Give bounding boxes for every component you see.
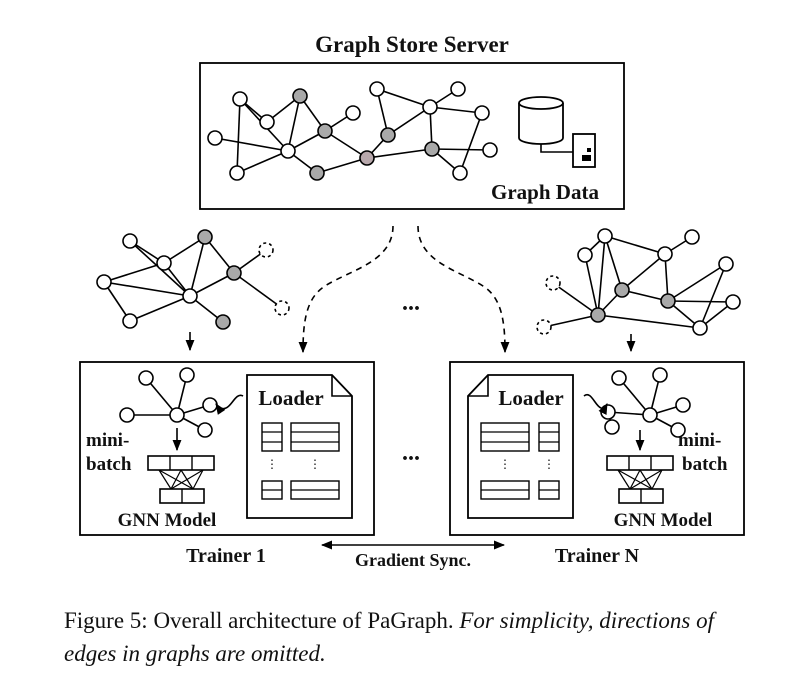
svg-text:⋮: ⋮ bbox=[499, 457, 511, 471]
server-node bbox=[309, 165, 325, 181]
right-partition-halo-node bbox=[545, 275, 561, 291]
trainerN-loader-document: ⋮ ⋮ bbox=[467, 374, 574, 519]
svg-text:⋮: ⋮ bbox=[266, 457, 278, 471]
trainer1-minibatch-label-line1: mini- bbox=[86, 430, 129, 451]
caption-label: Figure 5: Overall architecture of PaGrap… bbox=[64, 608, 454, 633]
server-ellipsis: ... bbox=[402, 290, 420, 316]
trainers-ellipsis: ... bbox=[402, 440, 420, 466]
right-partition-node bbox=[684, 229, 700, 245]
trainer1-loader-label: Loader bbox=[258, 386, 323, 410]
server-node bbox=[422, 99, 438, 115]
graph-store-server-box bbox=[199, 62, 625, 210]
svg-text:⋮: ⋮ bbox=[309, 457, 321, 471]
server-node bbox=[369, 81, 385, 97]
server-node bbox=[292, 88, 308, 104]
trainer1-minibatch-node bbox=[197, 422, 213, 438]
server-node bbox=[474, 105, 490, 121]
right-partition-node bbox=[597, 228, 613, 244]
right-partition-node bbox=[590, 307, 606, 323]
database-icon bbox=[518, 96, 564, 145]
left-partition-node bbox=[122, 233, 138, 249]
right-partition-node bbox=[577, 247, 593, 263]
server-node bbox=[229, 165, 245, 181]
trainerN-name: Trainer N bbox=[555, 545, 640, 567]
server-to-trainer1-arrow bbox=[298, 225, 394, 354]
server-graph-edges bbox=[214, 88, 491, 174]
trainerN-minibatch-node bbox=[670, 422, 686, 438]
trainerN-gnn-model-label: GNN Model bbox=[614, 510, 713, 531]
trainerN-box bbox=[449, 361, 745, 536]
left-partition-halo-node bbox=[258, 242, 274, 258]
gradient-sync-label: Gradient Sync. bbox=[355, 550, 471, 570]
server-node bbox=[207, 130, 223, 146]
left-partition-node bbox=[122, 313, 138, 329]
trainerN-minibatch-node bbox=[642, 407, 658, 423]
trainer1-minibatch-node bbox=[138, 370, 154, 386]
right-partition-node bbox=[725, 294, 741, 310]
left-partition-halo-node bbox=[274, 300, 290, 316]
trainerN-gnn-model-icon bbox=[606, 455, 674, 504]
right-partition-node bbox=[660, 293, 676, 309]
trainer1-gnn-model-icon bbox=[147, 455, 215, 504]
trainerN-minibatch-node bbox=[600, 404, 616, 420]
trainerN-minibatch-label-line2: batch bbox=[682, 454, 728, 475]
trainer1-minibatch-label-line2: batch bbox=[86, 454, 132, 475]
right-partition-node bbox=[718, 256, 734, 272]
trainerN-minibatch-node bbox=[611, 370, 627, 386]
trainer1-minibatch-node bbox=[202, 397, 218, 413]
server-node bbox=[317, 123, 333, 139]
trainer1-minibatch-node bbox=[119, 407, 135, 423]
server-node bbox=[482, 142, 498, 158]
trainer1-minibatch-node bbox=[179, 367, 195, 383]
left-partition-node bbox=[96, 274, 112, 290]
right-partition-node bbox=[692, 320, 708, 336]
trainer1-name: Trainer 1 bbox=[186, 545, 266, 567]
server-node bbox=[359, 150, 375, 166]
server-node bbox=[452, 165, 468, 181]
server-title: Graph Store Server bbox=[315, 32, 509, 57]
left-partition-node bbox=[156, 255, 172, 271]
left-partition-node bbox=[197, 229, 213, 245]
trainer1-minibatch-graph bbox=[119, 367, 244, 452]
server-node bbox=[424, 141, 440, 157]
trainer1-loader-document: ⋮ ⋮ bbox=[246, 374, 353, 519]
architecture-diagram: Graph Store Server bbox=[79, 32, 745, 570]
right-partition-halo-node bbox=[536, 319, 552, 335]
storage-device-icon bbox=[540, 133, 596, 168]
trainerN-minibatch-node bbox=[604, 419, 620, 435]
graph-data-label: Graph Data bbox=[491, 180, 599, 204]
figure-caption: Figure 5: Overall architecture of PaGrap… bbox=[64, 604, 754, 670]
trainerN-minibatch-label-line1: mini- bbox=[678, 430, 721, 451]
trainerN-minibatch-node bbox=[652, 367, 668, 383]
server-node bbox=[232, 91, 248, 107]
server-node bbox=[259, 114, 275, 130]
left-partition-node bbox=[182, 288, 198, 304]
server-node bbox=[345, 105, 361, 121]
right-partition-node bbox=[657, 246, 673, 262]
svg-text:⋮: ⋮ bbox=[543, 457, 555, 471]
right-partition-node bbox=[614, 282, 630, 298]
trainer1-gnn-model-label: GNN Model bbox=[118, 510, 217, 531]
server-node bbox=[450, 81, 466, 97]
server-node bbox=[380, 127, 396, 143]
left-partition-node bbox=[226, 265, 242, 281]
caption-italic-note: For simplicity, directions of edges in g… bbox=[64, 608, 715, 666]
trainer1-box bbox=[79, 361, 375, 536]
right-partition-graph bbox=[536, 228, 741, 353]
left-partition-node bbox=[215, 314, 231, 330]
trainerN-loader-label: Loader bbox=[498, 386, 563, 410]
trainerN-minibatch-graph bbox=[583, 367, 691, 452]
server-node bbox=[280, 143, 296, 159]
server-graph bbox=[207, 81, 498, 181]
trainerN-minibatch-node bbox=[675, 397, 691, 413]
left-partition-graph bbox=[96, 229, 290, 352]
server-to-trainerN-arrow bbox=[417, 225, 510, 354]
trainer1-minibatch-node bbox=[169, 407, 185, 423]
